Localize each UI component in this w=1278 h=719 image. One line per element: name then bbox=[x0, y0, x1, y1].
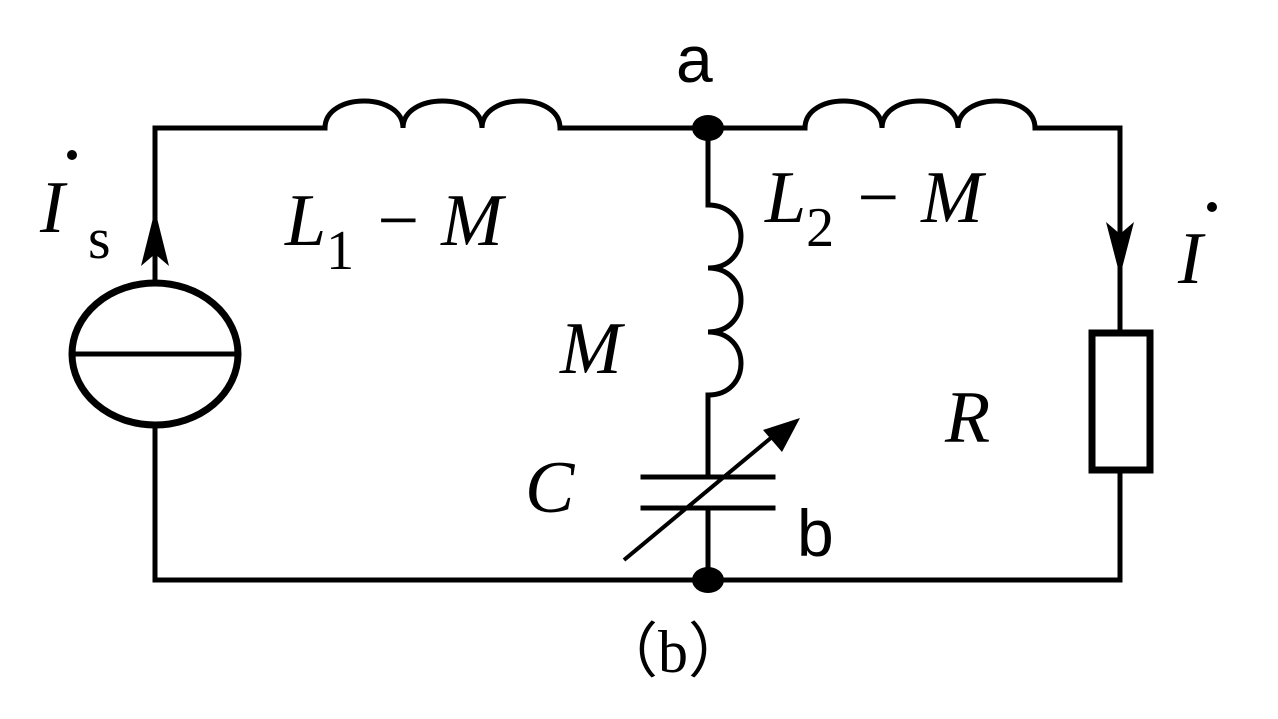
node-bottom-dot bbox=[692, 567, 724, 593]
inductor-l2-suffix: − M bbox=[834, 157, 987, 239]
resistor-label: R bbox=[944, 377, 990, 459]
capacitor-label: C bbox=[525, 447, 576, 529]
inductor-l2-label: L2 − M bbox=[764, 157, 987, 259]
wire-right-lower bbox=[152, 422, 1123, 583]
inductor-l1-minus-m bbox=[322, 98, 563, 131]
inductor-l1-sub: 1 bbox=[326, 220, 354, 282]
load-current-dot bbox=[1207, 202, 1217, 212]
wire-right-upper bbox=[1032, 125, 1123, 336]
source-current-label: I bbox=[39, 167, 68, 249]
node-a-label: a bbox=[676, 22, 713, 96]
variable-capacitor bbox=[622, 418, 800, 562]
inductor-l2-minus-m bbox=[802, 98, 1038, 131]
figure-caption: （b） bbox=[598, 619, 748, 685]
inductor-l2-main: L bbox=[764, 157, 806, 239]
inductor-l2-sub: 2 bbox=[806, 197, 834, 259]
load-current-arrow bbox=[1106, 222, 1134, 276]
source-current-arrow bbox=[141, 210, 169, 266]
load-current-label: I bbox=[1177, 218, 1206, 300]
source-current-dot bbox=[67, 150, 77, 160]
resistor-r bbox=[1088, 329, 1154, 474]
wires bbox=[152, 125, 1123, 583]
inductor-m bbox=[705, 202, 744, 398]
inductor-l1-main: L bbox=[284, 180, 326, 262]
mutual-inductance-label: M bbox=[559, 308, 626, 390]
inductor-l1-label: L1 − M bbox=[284, 180, 507, 282]
node-b-label: b bbox=[797, 496, 834, 570]
inductor-l1-suffix: − M bbox=[354, 180, 507, 262]
current-source bbox=[68, 279, 242, 429]
source-current-subscript: s bbox=[88, 206, 111, 271]
variable-arrow-head bbox=[763, 418, 800, 452]
node-a-dot bbox=[692, 115, 724, 141]
